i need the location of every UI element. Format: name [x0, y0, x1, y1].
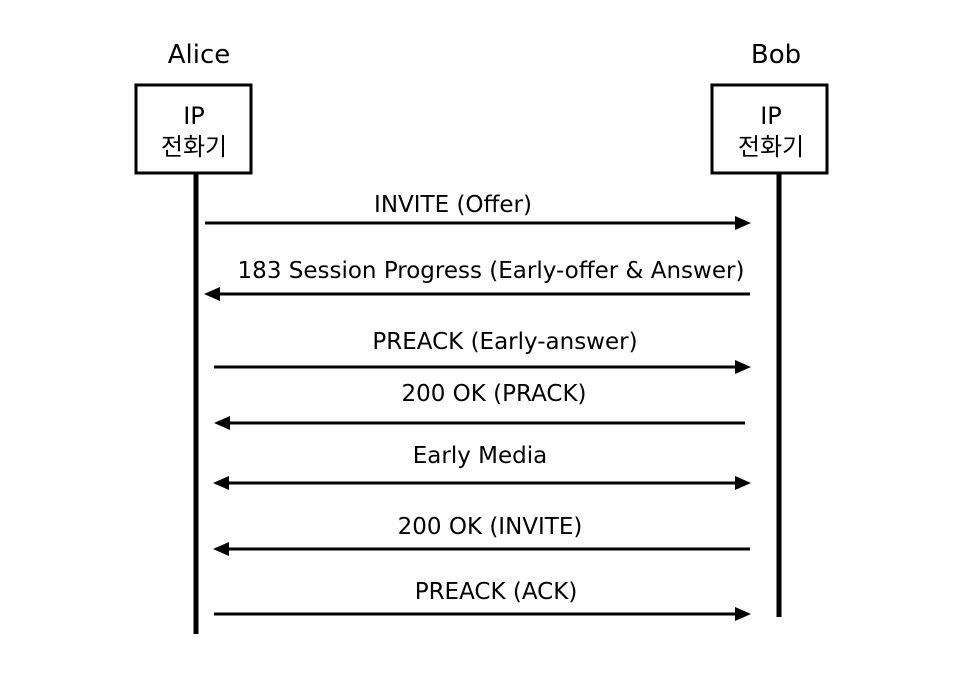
participant-alice-box-line-1: IP: [183, 102, 205, 130]
participant-alice-name: Alice: [168, 40, 231, 70]
message-6: 200 OK (INVITE): [213, 514, 750, 556]
arrow-head-left: [214, 416, 230, 430]
message-7: PREACK (ACK): [214, 579, 751, 621]
participant-alice: Alice IP 전화기: [134, 40, 253, 634]
message-label: 200 OK (PRACK): [401, 381, 586, 407]
message-label: PREACK (ACK): [415, 579, 578, 605]
participant-bob-box: [710, 83, 829, 175]
participant-bob-box-line-2: 전화기: [738, 133, 804, 161]
arrow-head-right: [735, 607, 751, 621]
arrow-head-right: [735, 360, 751, 374]
participant-bob-box-line-1: IP: [760, 102, 782, 130]
arrow-head-left: [213, 476, 229, 490]
arrow-head-left: [204, 287, 220, 301]
arrow-head-right: [735, 476, 751, 490]
participant-bob-name: Bob: [751, 40, 801, 70]
message-label: 200 OK (INVITE): [398, 514, 583, 540]
message-1: INVITE (Offer): [205, 192, 751, 230]
participant-bob: Bob IP 전화기: [710, 40, 829, 617]
participant-alice-box-line-2: 전화기: [161, 133, 227, 161]
message-label: PREACK (Early-answer): [372, 329, 637, 355]
participant-alice-box: [134, 83, 253, 175]
message-label: Early Media: [413, 443, 547, 469]
arrow-head-right: [735, 216, 751, 230]
message-3: PREACK (Early-answer): [214, 329, 751, 374]
message-label: 183 Session Progress (Early-offer & Answ…: [238, 258, 745, 284]
message-4: 200 OK (PRACK): [214, 381, 745, 430]
message-label: INVITE (Offer): [374, 192, 532, 218]
arrow-head-left: [213, 542, 229, 556]
message-5: Early Media: [213, 443, 751, 490]
message-2: 183 Session Progress (Early-offer & Answ…: [204, 258, 750, 301]
